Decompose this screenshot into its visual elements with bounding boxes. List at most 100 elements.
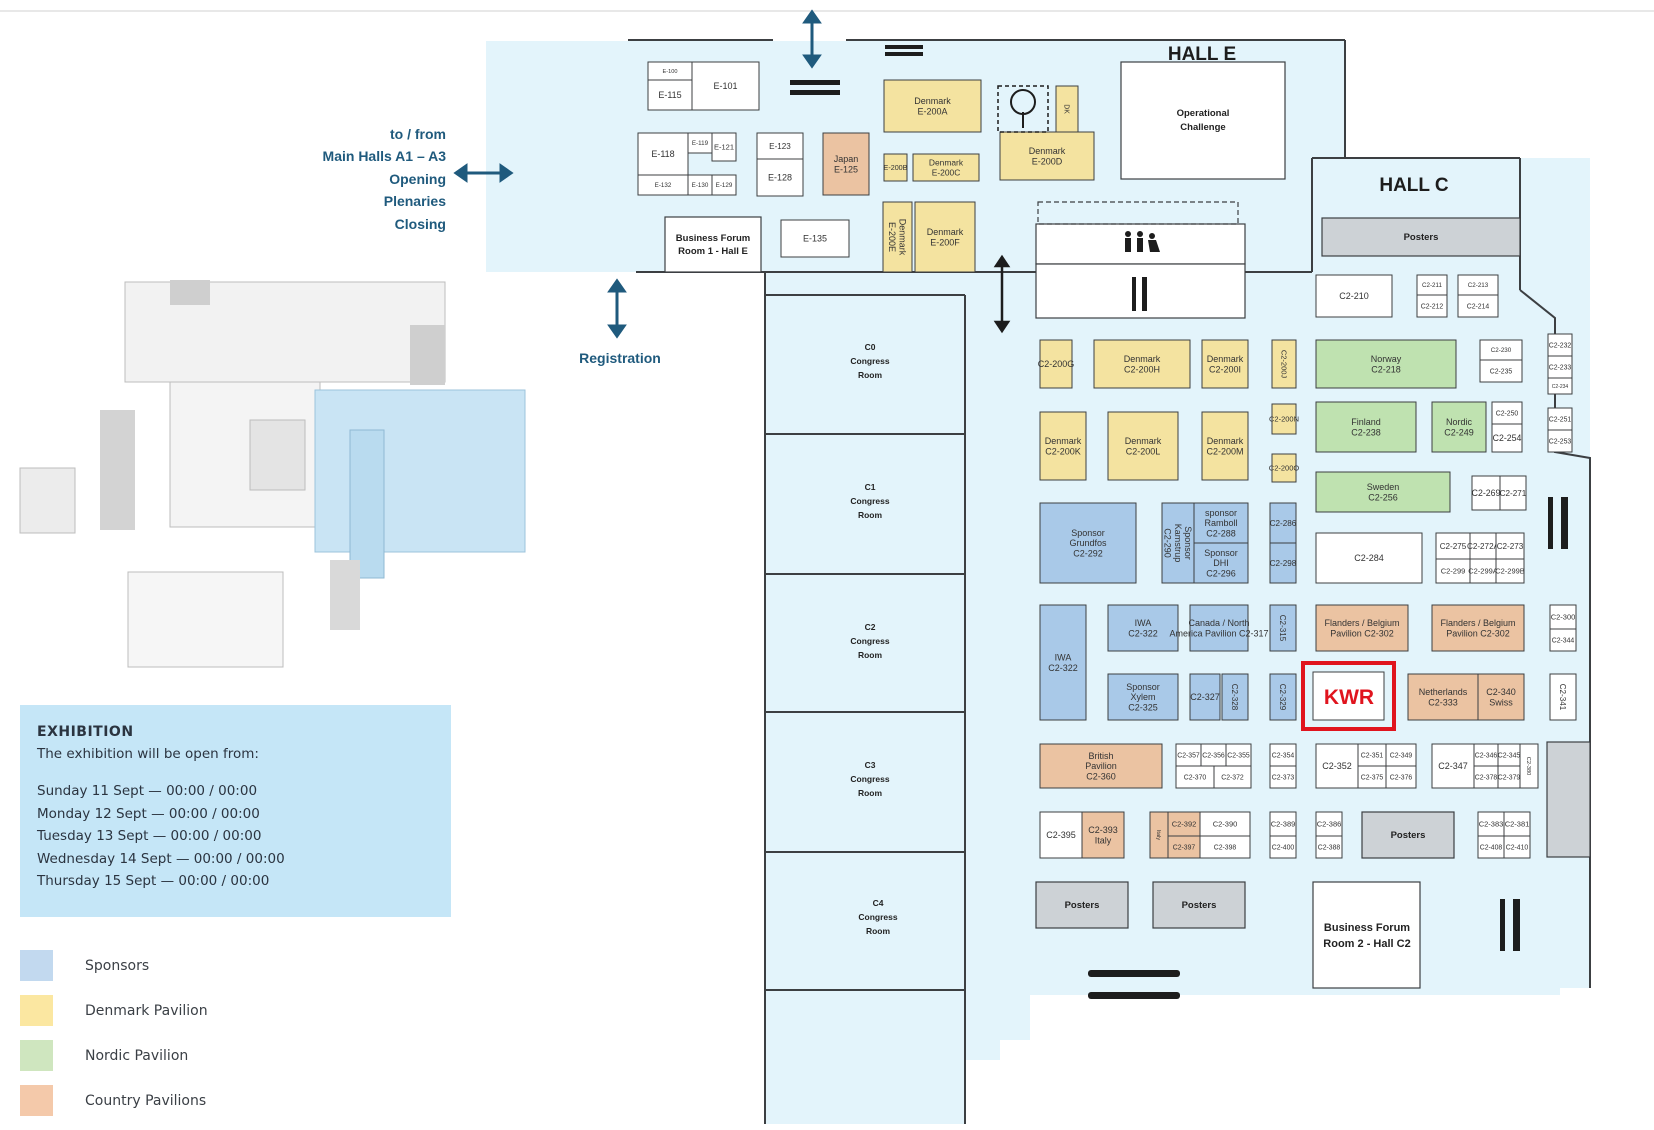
stand[interactable]: C2-233: [1547, 355, 1573, 379]
stand[interactable]: C2-273: [1495, 532, 1525, 560]
stand[interactable]: C2-354: [1269, 743, 1297, 767]
stand[interactable]: E-135: [780, 219, 850, 258]
stand[interactable]: E-132: [637, 174, 689, 196]
stand[interactable]: E-128: [756, 158, 804, 197]
stand[interactable]: C2-200J: [1271, 339, 1297, 389]
stand[interactable]: C2-379: [1497, 765, 1521, 789]
stand[interactable]: C2-235: [1479, 359, 1523, 383]
stand[interactable]: C2-250: [1491, 401, 1523, 425]
kwr-highlight[interactable]: KWR: [1301, 661, 1396, 731]
stand[interactable]: DK: [1055, 85, 1079, 133]
stand[interactable]: E-100: [647, 61, 693, 81]
stand[interactable]: C2-390: [1199, 811, 1251, 837]
stand[interactable]: C2-351: [1357, 743, 1387, 767]
stand[interactable]: C2-211: [1416, 274, 1448, 296]
stand[interactable]: C2-253: [1547, 429, 1573, 453]
stand[interactable]: C2-298: [1269, 542, 1297, 584]
stand[interactable]: E-115: [647, 79, 693, 111]
stand[interactable]: E-101: [691, 61, 760, 111]
stand[interactable]: C2-251: [1547, 407, 1573, 431]
stand[interactable]: C2-200G: [1038, 339, 1075, 389]
stand[interactable]: E-200B: [883, 153, 908, 182]
stand[interactable]: C2-378: [1473, 765, 1499, 789]
stand[interactable]: C2-383: [1477, 811, 1505, 837]
stand[interactable]: E-129: [711, 174, 737, 196]
stand[interactable]: C2-397: [1167, 835, 1201, 859]
stand[interactable]: C2-356: [1200, 743, 1227, 767]
stand[interactable]: C2-286: [1269, 502, 1297, 544]
stand[interactable]: DenmarkE-200E: [882, 201, 913, 273]
stand[interactable]: C2-299A: [1468, 558, 1498, 584]
stand[interactable]: C2-347: [1431, 743, 1475, 789]
stand[interactable]: E-119: [687, 132, 713, 154]
stand[interactable]: C2-230: [1479, 339, 1523, 361]
stand[interactable]: C2-300: [1549, 604, 1577, 630]
stand[interactable]: C2-345: [1497, 743, 1521, 767]
stand[interactable]: C2-341: [1549, 673, 1577, 721]
stand[interactable]: C2-299B: [1495, 558, 1525, 584]
stand[interactable]: C2-408: [1477, 835, 1505, 859]
stand[interactable]: C2-232: [1547, 333, 1573, 357]
stand[interactable]: C2-344: [1549, 628, 1577, 652]
stand[interactable]: C2-271: [1499, 475, 1527, 511]
stand[interactable]: C2-213: [1457, 274, 1499, 296]
stand[interactable]: C2-210: [1315, 274, 1393, 318]
stand[interactable]: C2-315: [1269, 604, 1297, 652]
stand[interactable]: E-123: [756, 132, 804, 160]
stand[interactable]: C2-389: [1269, 811, 1297, 837]
stand[interactable]: C2-392: [1167, 811, 1201, 837]
stand[interactable]: C2-269: [1471, 475, 1501, 511]
stand[interactable]: C2-388: [1315, 835, 1343, 859]
stand[interactable]: C2-376: [1385, 765, 1417, 789]
stand[interactable]: C2-328: [1221, 673, 1249, 721]
stand[interactable]: C2-349: [1385, 743, 1417, 767]
stand[interactable]: C2-370: [1175, 765, 1215, 789]
stand[interactable]: C2-272A: [1467, 532, 1500, 560]
stand[interactable]: SponsorKamstrupC2-290: [1161, 502, 1195, 584]
stand[interactable]: C2-398: [1199, 835, 1251, 859]
stand[interactable]: C2-372: [1213, 765, 1252, 789]
stand[interactable]: C2-381: [1503, 811, 1531, 837]
stand[interactable]: C2-254: [1491, 423, 1523, 453]
stand[interactable]: Italy: [1149, 811, 1169, 859]
stand[interactable]: C2-395: [1039, 811, 1083, 859]
stand[interactable]: C2-373: [1269, 765, 1297, 789]
stand[interactable]: C2-327: [1189, 673, 1221, 721]
stand[interactable]: C2-355: [1225, 743, 1252, 767]
stand[interactable]: C2-386: [1315, 811, 1343, 837]
stand[interactable]: C2-200N: [1269, 403, 1299, 435]
stand[interactable]: E-130: [687, 174, 713, 196]
stand[interactable]: C2-380: [1519, 743, 1539, 789]
stand[interactable]: C2-214: [1457, 294, 1499, 318]
stand[interactable]: C2-284: [1315, 532, 1423, 584]
stand[interactable]: C2-329: [1269, 673, 1297, 721]
stand[interactable]: C2-375: [1357, 765, 1387, 789]
stand[interactable]: C2-200O: [1269, 453, 1300, 483]
stand[interactable]: C2-357: [1175, 743, 1202, 767]
